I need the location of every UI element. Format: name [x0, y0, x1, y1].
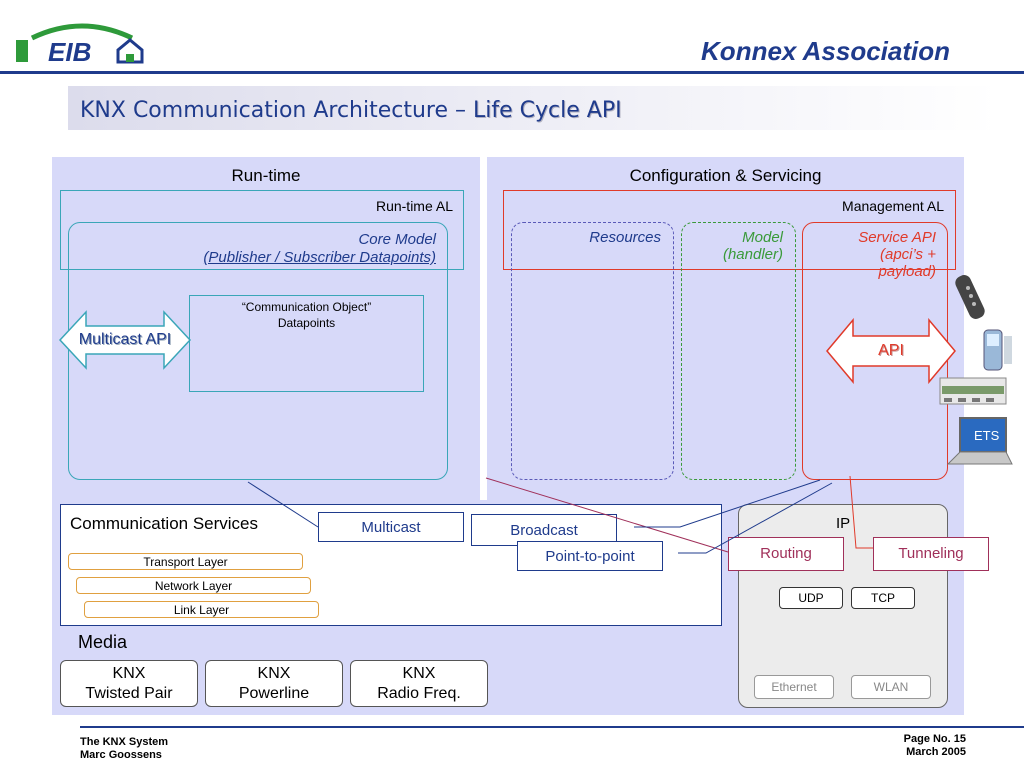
remote-control-icon	[952, 272, 990, 322]
media-twisted-pair-line2: Twisted Pair	[85, 685, 173, 702]
transport-layer: Transport Layer	[68, 553, 303, 570]
core-model-title: Core Model	[358, 231, 436, 248]
link-layer: Link Layer	[84, 601, 319, 618]
footer-author: Marc Goossens	[80, 749, 162, 761]
connector-resources-to-routing	[485, 477, 729, 553]
network-layer: Network Layer	[76, 577, 311, 594]
runtime-panel-title: Run-time	[231, 166, 301, 185]
footer-divider	[80, 726, 1024, 728]
config-panel	[487, 157, 964, 505]
core-model-box	[68, 222, 448, 480]
multicast-api-arrow	[58, 310, 192, 370]
tcp-box: TCP	[851, 587, 915, 609]
media-powerline-line2: Powerline	[238, 685, 310, 702]
api-arrow	[825, 317, 957, 385]
runtime-al-label: Run-time AL	[375, 198, 453, 214]
title-highlight: Life Cycle API	[473, 98, 622, 123]
service-api-label: Service API	[858, 229, 936, 246]
connector-service-to-p2p	[678, 482, 833, 554]
connector-service-to-tunneling	[849, 475, 873, 549]
media-radio-freq: KNX Radio Freq.	[350, 660, 488, 707]
mobile-phone-icon	[976, 326, 1014, 376]
title-band	[68, 86, 998, 130]
comm-object-sublabel: Datapoints	[277, 316, 336, 330]
footer-system: The KNX System	[80, 736, 169, 748]
model-label: Model	[742, 229, 783, 246]
ets-label: ETS	[974, 428, 1000, 443]
connector-service-to-broadcast	[634, 479, 821, 528]
comm-services-title: Communication Services	[70, 514, 259, 533]
model-box	[681, 222, 796, 480]
logo-text: EIB	[48, 37, 91, 66]
udp-box: UDP	[779, 587, 843, 609]
media-powerline-line1: KNX	[257, 665, 291, 682]
multicast-api-label: Multicast API	[78, 331, 172, 348]
routing-box: Routing	[728, 537, 844, 571]
media-radio-freq-line2: Radio Freq.	[377, 685, 461, 702]
page-title: KNX Communication Architecture – Life Cy…	[80, 98, 622, 123]
logo: EIB	[12, 18, 147, 67]
resources-label: Resources	[589, 229, 661, 246]
core-model-subtitle: (Publisher / Subscriber Datapoints)	[203, 249, 436, 266]
ethernet-box: Ethernet	[754, 675, 834, 699]
wlan-box: WLAN	[851, 675, 931, 699]
media-powerline: KNX Powerline	[205, 660, 343, 707]
laptop-ets-icon	[944, 414, 1014, 468]
broadcast-box: Broadcast	[471, 514, 617, 546]
tunneling-box: Tunneling	[873, 537, 989, 571]
comm-object-label: “Communication Object”	[241, 300, 372, 314]
service-api-sublabel-1: (apci’s +	[879, 246, 936, 263]
model-sublabel: (handler)	[722, 246, 783, 263]
multicast-box: Multicast	[318, 512, 464, 542]
footer-date: March 2005	[906, 746, 966, 758]
header-divider	[0, 71, 1024, 74]
media-twisted-pair-line1: KNX	[112, 665, 146, 682]
point-to-point-box: Point-to-point	[517, 541, 663, 571]
media-radio-freq-line1: KNX	[402, 665, 436, 682]
comm-object-box	[189, 295, 424, 392]
runtime-al-box	[60, 190, 464, 270]
din-rail-device-icon	[938, 372, 1008, 410]
api-label: API	[878, 342, 904, 359]
resources-box	[511, 222, 674, 480]
brand-title: Konnex Association	[701, 36, 950, 66]
media-twisted-pair: KNX Twisted Pair	[60, 660, 198, 707]
service-api-sublabel-2: payload)	[878, 263, 936, 280]
ip-title: IP	[836, 515, 851, 532]
media-title: Media	[78, 632, 128, 652]
management-al-box	[503, 190, 956, 270]
title-main: KNX Communication Architecture –	[80, 98, 474, 123]
management-al-label: Management AL	[842, 198, 944, 214]
config-panel-title: Configuration & Servicing	[629, 166, 822, 185]
footer-page-number: Page No. 15	[903, 733, 966, 745]
connector-core-to-multicast	[247, 481, 319, 528]
